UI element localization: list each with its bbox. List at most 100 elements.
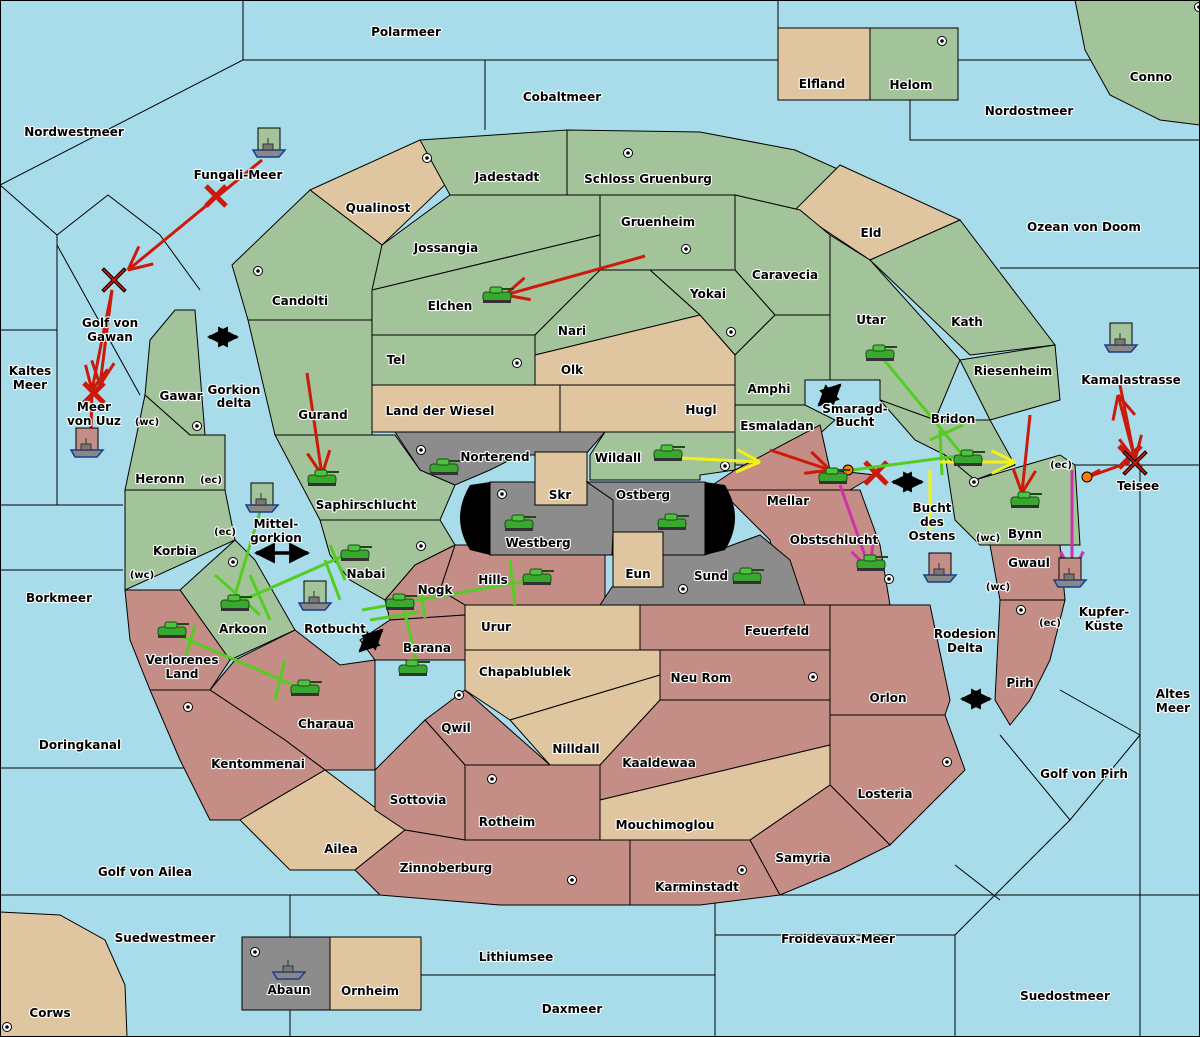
fleet-unit-icon-kamalastrasse[interactable]	[1103, 322, 1139, 353]
label-teisee: Teisee	[1117, 479, 1159, 493]
label-golf-von-pirh: Golf von Pirh	[1040, 767, 1128, 781]
province-riesenheim[interactable]	[959, 344, 1061, 421]
province-pirh[interactable]	[994, 599, 1066, 726]
label-land-der-wiesel: Land der Wiesel	[386, 404, 495, 418]
arrow-head	[127, 262, 154, 272]
province-samyria[interactable]	[749, 784, 891, 896]
province-losteria[interactable]	[829, 714, 966, 846]
province-ornheim[interactable]	[329, 936, 422, 1011]
supply-center-icon	[497, 489, 507, 499]
army-unit-icon-bynn[interactable]	[1010, 491, 1042, 508]
army-unit-icon-charaua[interactable]	[290, 679, 322, 696]
arrow-head	[990, 449, 1016, 464]
army-unit-icon-barana[interactable]	[398, 659, 430, 676]
coast-label: (wc)	[130, 570, 154, 581]
fleet-unit-icon-abaun[interactable]	[271, 960, 307, 980]
army-unit-icon-norterend[interactable]	[429, 458, 461, 475]
supply-center-icon	[192, 421, 202, 431]
army-unit-icon-verlorenes-land[interactable]	[157, 621, 189, 638]
army-unit-icon-obstschlucht[interactable]	[856, 554, 888, 571]
label-obstschlucht: Obstschlucht	[790, 533, 879, 547]
label-riesenheim: Riesenheim	[974, 364, 1053, 378]
army-unit-icon-westberg[interactable]	[504, 514, 536, 531]
sea-border	[0, 184, 58, 331]
coast-label: (ec)	[200, 475, 222, 486]
label-gawar: Gawar	[159, 389, 202, 403]
fleet-unit-icon-rotbucht[interactable]	[297, 580, 333, 611]
province-orlon[interactable]	[829, 604, 951, 716]
army-unit-icon-wildall[interactable]	[653, 444, 685, 461]
province-gruenheim[interactable]	[599, 194, 736, 271]
province-helom[interactable]	[869, 27, 959, 101]
dislodged-x-icon	[101, 267, 1148, 476]
label-olk: Olk	[561, 363, 584, 377]
arrow-head	[84, 364, 94, 391]
label-neu-rom: Neu Rom	[671, 671, 732, 685]
sea-border	[56, 244, 141, 396]
label-froidevaux-meer: Froidevaux-Meer	[781, 932, 895, 946]
army-unit-icon-nogk[interactable]	[385, 593, 417, 610]
label-rodesion: Rodesion	[934, 627, 996, 641]
army-unit-icon-saphirschlucht[interactable]	[307, 469, 339, 486]
label-hills: Hills	[478, 573, 508, 587]
label-heronn: Heronn	[135, 472, 184, 486]
fleet-unit-icon-bucht-des-ostens[interactable]	[922, 552, 958, 583]
fleet-unit-icon-kupfer-k-ste[interactable]	[1052, 557, 1088, 588]
failed-order-x-icon	[82, 381, 106, 405]
label-ornheim: Ornheim	[341, 984, 399, 998]
arrow-head	[126, 245, 141, 271]
order-line	[183, 624, 197, 661]
supply-center-icon	[737, 865, 747, 875]
supply-center-icon	[183, 702, 193, 712]
province-heronn[interactable]	[124, 394, 226, 491]
order-line	[878, 354, 967, 459]
label-sottovia: Sottovia	[390, 793, 447, 807]
label-sund: Sund	[694, 569, 728, 583]
army-unit-icon-hills[interactable]	[522, 568, 554, 585]
label-meer: Meer	[1156, 701, 1190, 715]
order-line	[418, 584, 427, 619]
order-line	[323, 559, 342, 601]
province-karminstadt[interactable]	[629, 839, 781, 906]
arrow-head	[1116, 394, 1137, 416]
province-zinnoberburg[interactable]	[354, 829, 631, 906]
army-unit-icon-utar[interactable]	[865, 344, 897, 361]
fleet-unit-icon-meer-von-uuz[interactable]	[69, 427, 105, 458]
order-line	[169, 630, 306, 692]
army-unit-icon-arkoon[interactable]	[220, 594, 252, 611]
label-von-uuz: von Uuz	[67, 414, 121, 428]
arrow-head	[1020, 470, 1037, 494]
label-saphirschlucht: Saphirschlucht	[316, 498, 417, 512]
label-zinnoberburg: Zinnoberburg	[400, 861, 492, 875]
coast-label: (wc)	[986, 582, 1010, 593]
failed-order-x-icon	[204, 184, 228, 208]
province-corws[interactable]	[0, 911, 128, 1037]
label-lithiumsee: Lithiumsee	[479, 950, 554, 964]
order-line	[938, 429, 944, 476]
label-kupfer: Kupfer-	[1079, 605, 1129, 619]
army-unit-icon-bridon[interactable]	[953, 449, 985, 466]
fleet-unit-icon-fungali-meer[interactable]	[251, 127, 287, 158]
label-barana: Barana	[403, 641, 451, 655]
army-unit-icon-elchen[interactable]	[482, 286, 514, 303]
label-bucht: Bucht	[912, 501, 951, 515]
province-conno[interactable]	[1074, 0, 1200, 126]
label-gruenheim: Gruenheim	[621, 215, 695, 229]
label-schloss-gruenburg: Schloss Gruenburg	[584, 172, 712, 186]
label-gwaul: Gwaul	[1008, 556, 1050, 570]
fleet-unit-icon-mittel-gorkion[interactable]	[244, 482, 280, 513]
canal-arrow-icon	[817, 383, 842, 407]
coast-label: (ec)	[1039, 618, 1061, 629]
army-unit-icon-ostberg[interactable]	[657, 513, 689, 530]
order-line	[248, 574, 272, 621]
order-line	[230, 504, 264, 606]
supply-center-icon	[623, 148, 633, 158]
move-arrow	[1020, 414, 1032, 494]
label-meer: Meer	[13, 378, 47, 392]
army-unit-icon-mellar[interactable]	[818, 467, 850, 484]
army-unit-icon-sund[interactable]	[732, 567, 764, 584]
army-unit-icon-nabai[interactable]	[340, 544, 372, 561]
